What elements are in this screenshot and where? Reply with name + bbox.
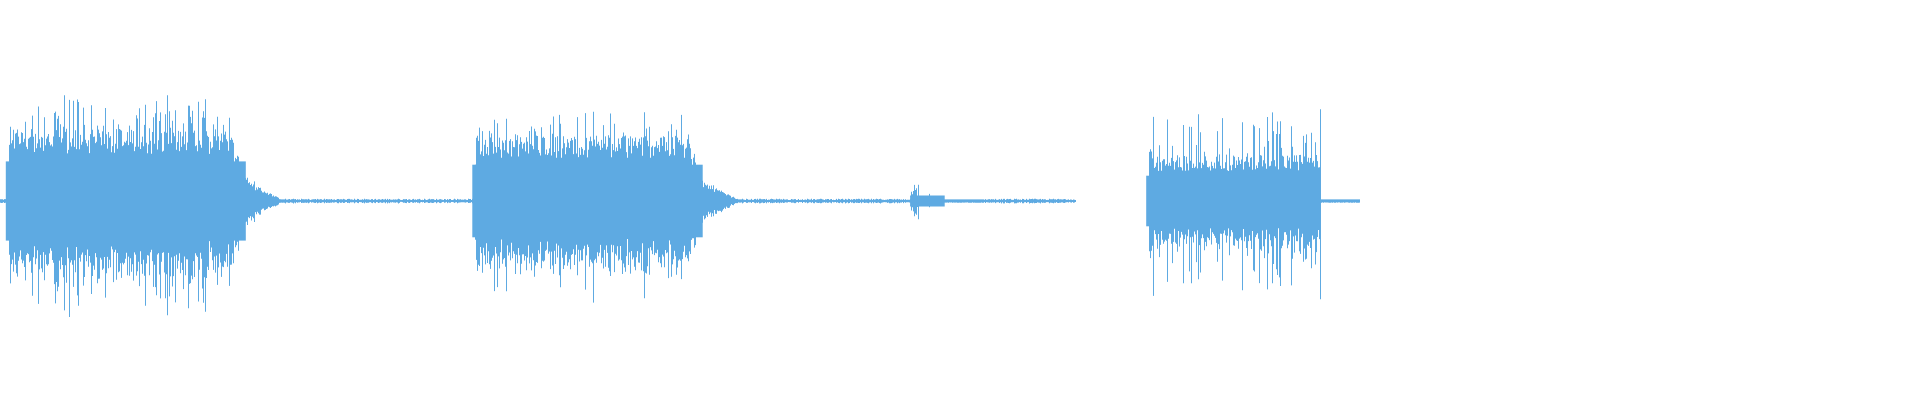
waveform-segment-core bbox=[910, 195, 945, 207]
waveform-segment-core bbox=[5, 161, 246, 241]
waveform-segment-core bbox=[1146, 175, 1321, 227]
waveform-segment-core bbox=[472, 164, 703, 238]
waveform-group bbox=[0, 95, 1360, 317]
